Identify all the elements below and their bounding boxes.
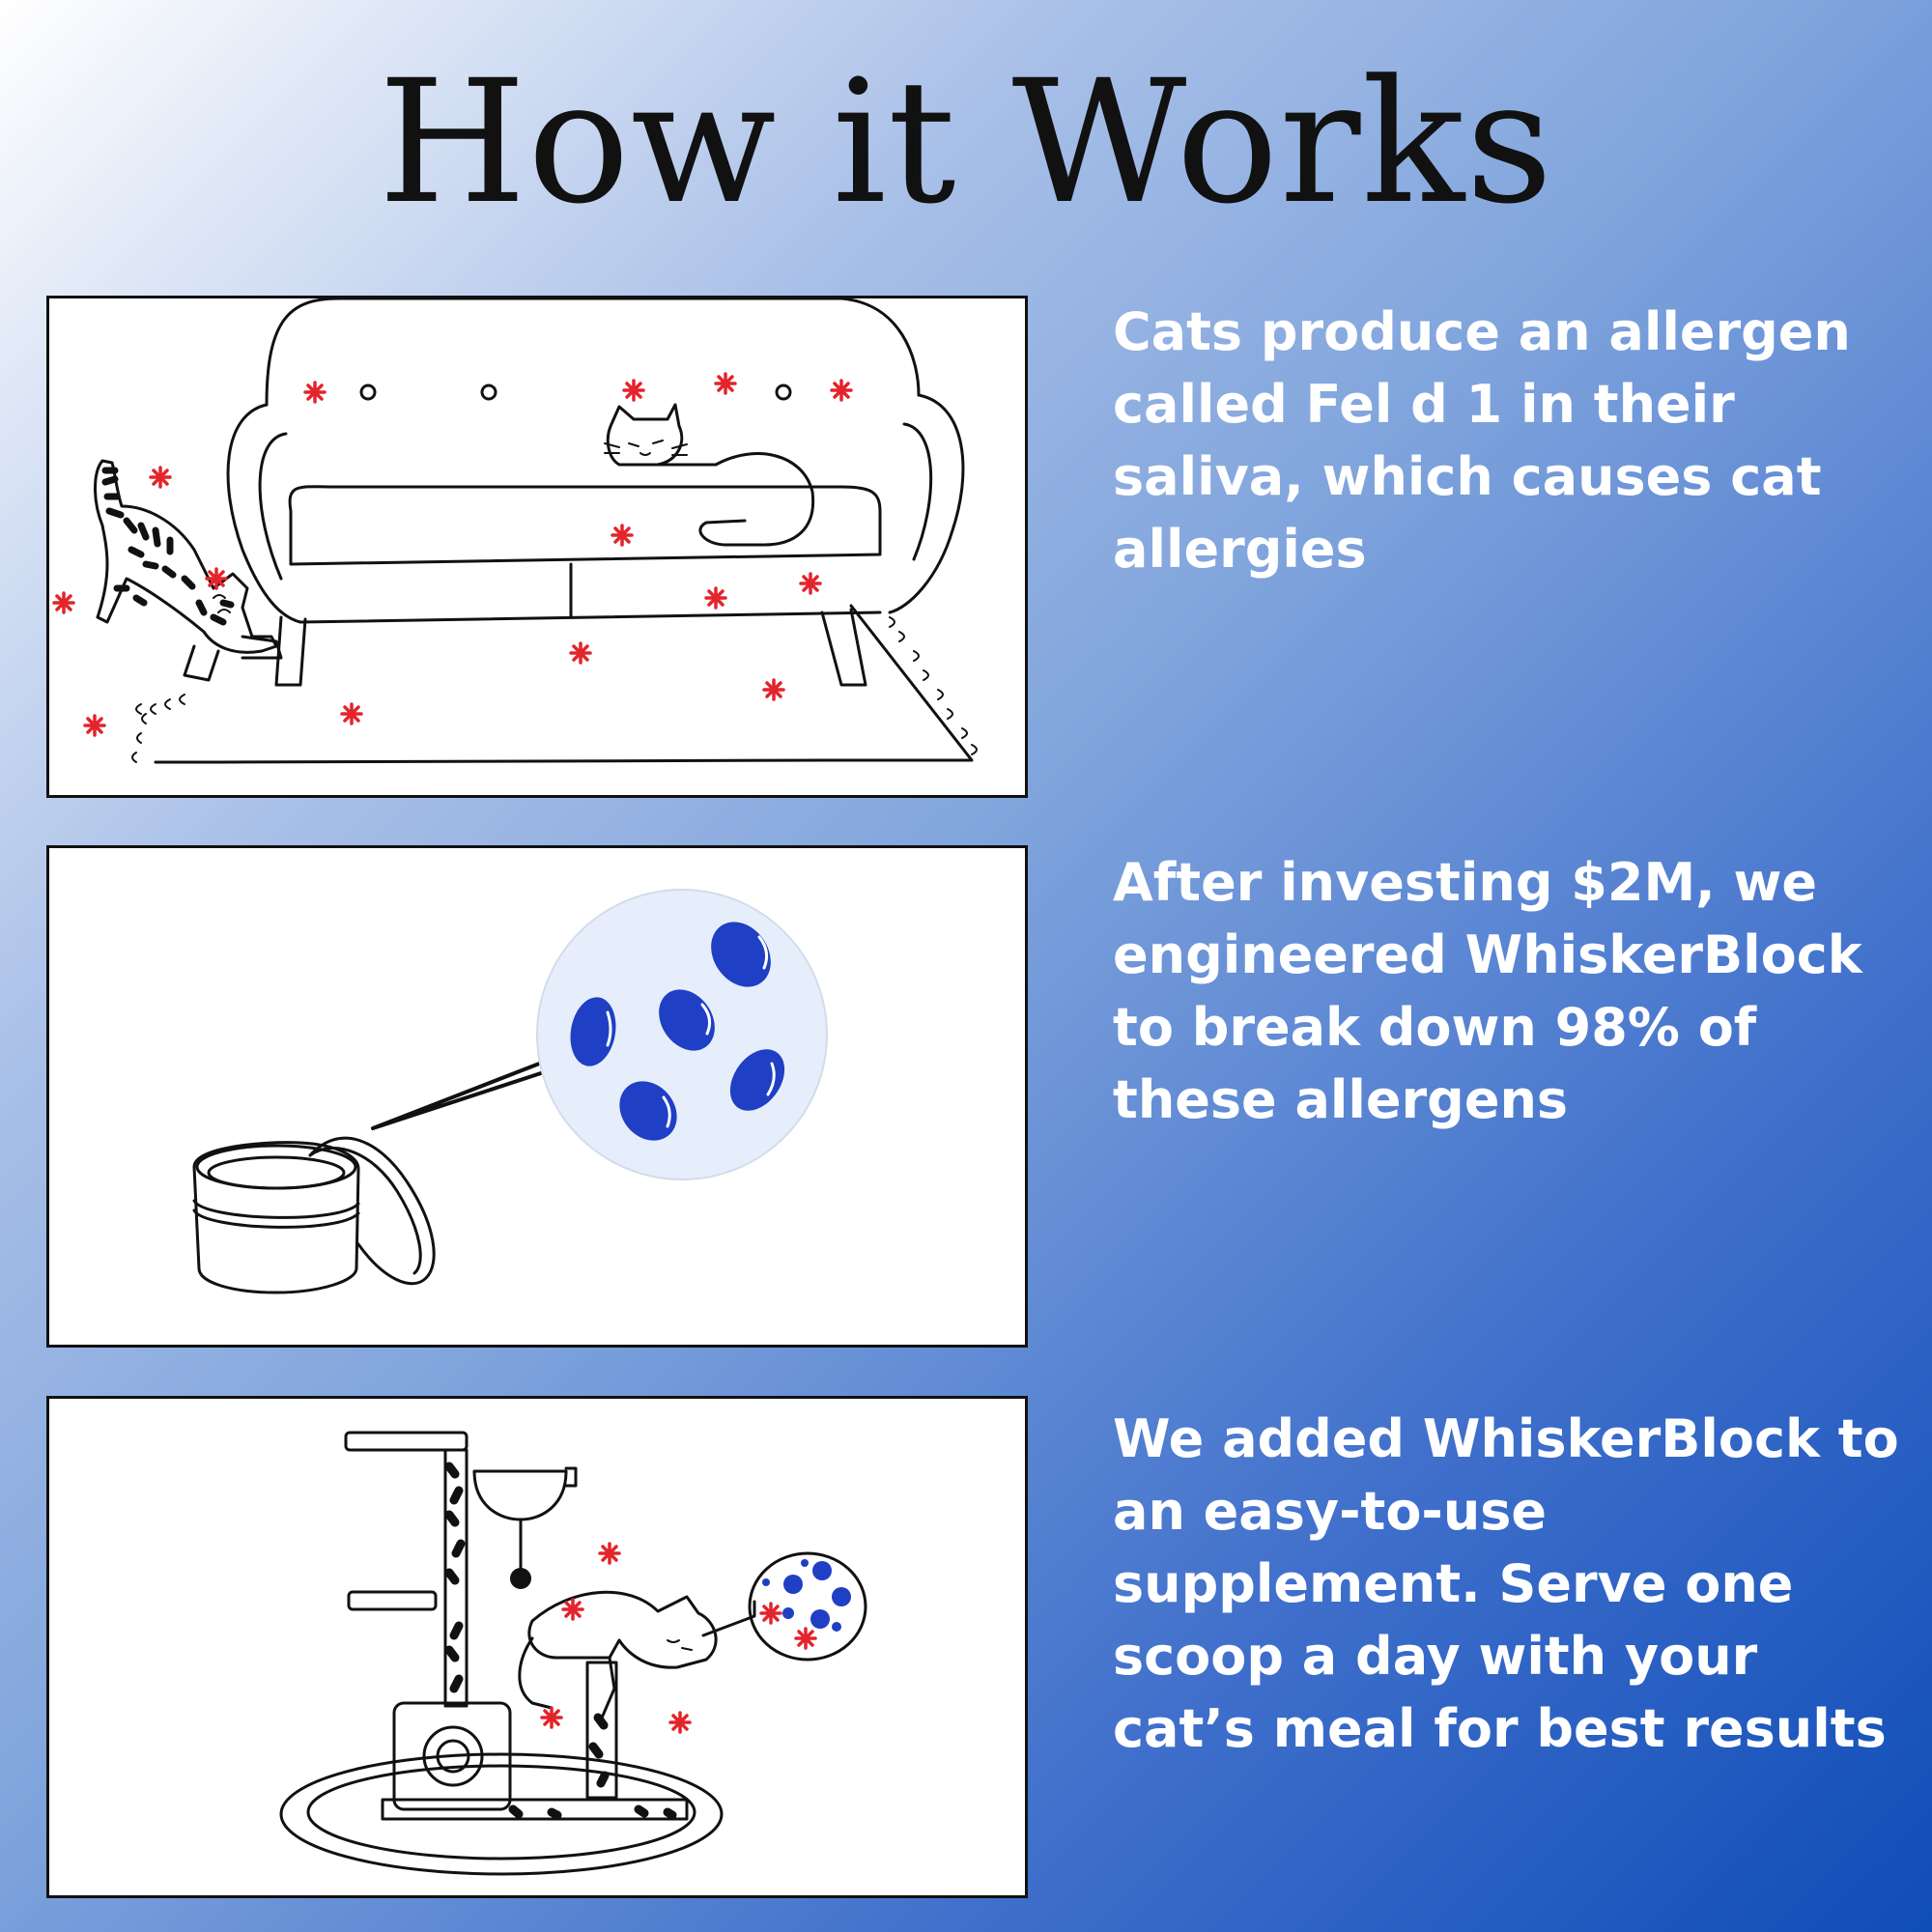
cat-on-sofa — [604, 403, 815, 547]
page-title: How it Works — [378, 43, 1554, 242]
step-3-text: We added WhiskerBlock to an easy-to-use … — [1113, 1408, 1899, 1759]
sofa-cats-drawing — [52, 298, 978, 764]
step-2-text: After investing $2M, we engineered Whisk… — [1113, 852, 1862, 1130]
sofa — [226, 298, 965, 687]
rug — [131, 604, 978, 764]
striped-cat — [94, 459, 283, 715]
pointer-lines — [371, 1059, 549, 1130]
thought-bubble — [701, 1551, 867, 1662]
allergen-marks — [52, 372, 853, 737]
step-2-illustration — [46, 845, 1028, 1348]
supplement-tin — [192, 1136, 436, 1294]
step-1-text: Cats produce an allergen called Fel d 1 … — [1113, 301, 1851, 580]
sleeping-cat — [518, 1590, 718, 1724]
step-1-illustration — [46, 296, 1028, 798]
step-3-illustration — [46, 1396, 1028, 1898]
cat-tree-drawing — [279, 1431, 867, 1876]
magnified-bubble — [536, 889, 828, 1180]
base-mat — [279, 1752, 724, 1876]
allergen-marks — [540, 1542, 817, 1734]
supplement-tin-drawing — [192, 889, 828, 1294]
